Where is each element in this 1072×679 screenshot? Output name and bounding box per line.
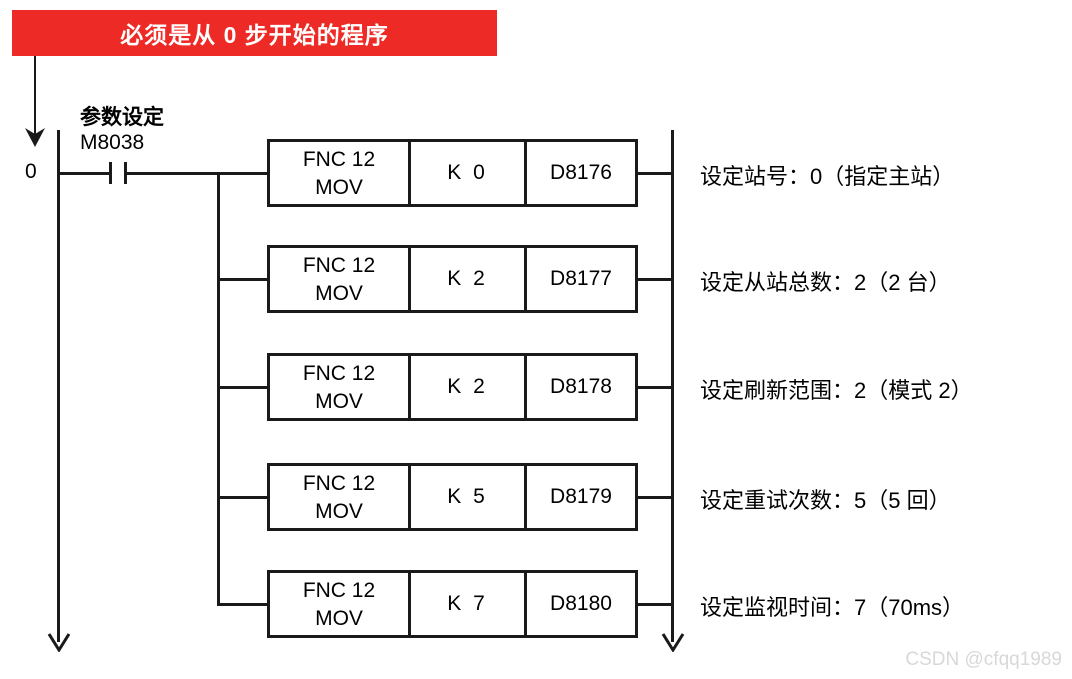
instruction-source-value: K 5: [447, 485, 488, 508]
instruction-annotation: 设定重试次数：5（5 回）: [700, 488, 951, 513]
instruction-mnemonic: MOV: [315, 607, 363, 630]
left-power-rail: [57, 130, 60, 642]
right-rail-arrow-icon: [660, 630, 686, 652]
instruction-source-cell: K 7: [411, 573, 527, 635]
instruction-fnc-code: FNC 12: [302, 362, 376, 385]
step-number: 0: [25, 160, 37, 183]
box-output-wire: [638, 496, 674, 499]
instruction-fnc-code: FNC 12: [302, 254, 376, 277]
instruction-fnc-cell: FNC 12 MOV: [270, 573, 411, 635]
box-output-wire: [638, 172, 674, 175]
instruction-box[interactable]: FNC 12 MOV K 0 D8176: [267, 139, 638, 207]
instruction-source-value: K 2: [447, 267, 488, 290]
contact-comment: 参数设定: [80, 106, 164, 129]
instruction-fnc-code: FNC 12: [302, 148, 376, 171]
instruction-dest-value: D8176: [550, 161, 612, 184]
branch-bus: [217, 172, 220, 606]
box-output-wire: [638, 603, 674, 606]
rung-wire-right: [127, 172, 269, 175]
instruction-fnc-cell: FNC 12 MOV: [270, 356, 411, 418]
watermark: CSDN @cfqq1989: [905, 649, 1062, 670]
callout-pointer-shaft: [34, 56, 36, 134]
instruction-box[interactable]: FNC 12 MOV K 7 D8180: [267, 570, 638, 638]
instruction-source-value: K 0: [447, 161, 488, 184]
branch-input-wire: [217, 278, 269, 281]
instruction-source-cell: K 2: [411, 356, 527, 418]
instruction-mnemonic: MOV: [315, 282, 363, 305]
instruction-fnc-cell: FNC 12 MOV: [270, 142, 411, 204]
instruction-source-value: K 7: [447, 592, 488, 615]
callout-banner: 必须是从 0 步开始的程序: [12, 10, 497, 56]
instruction-source-value: K 2: [447, 375, 488, 398]
instruction-dest-cell: D8179: [527, 466, 635, 528]
instruction-fnc-cell: FNC 12 MOV: [270, 466, 411, 528]
instruction-box[interactable]: FNC 12 MOV K 2 D8178: [267, 353, 638, 421]
box-output-wire: [638, 278, 674, 281]
instruction-annotation: 设定监视时间：7（70ms）: [700, 595, 965, 620]
instruction-source-cell: K 0: [411, 142, 527, 204]
instruction-box[interactable]: FNC 12 MOV K 2 D8177: [267, 245, 638, 313]
left-rail-arrow-icon: [46, 630, 72, 652]
instruction-dest-value: D8177: [550, 267, 612, 290]
instruction-mnemonic: MOV: [315, 390, 363, 413]
instruction-box[interactable]: FNC 12 MOV K 5 D8179: [267, 463, 638, 531]
rung-wire-left: [57, 172, 109, 175]
instruction-source-cell: K 2: [411, 248, 527, 310]
instruction-fnc-code: FNC 12: [302, 472, 376, 495]
instruction-fnc-code: FNC 12: [302, 579, 376, 602]
instruction-dest-cell: D8177: [527, 248, 635, 310]
instruction-dest-cell: D8176: [527, 142, 635, 204]
callout-banner-text: 必须是从 0 步开始的程序: [120, 22, 389, 48]
callout-pointer-arrow-icon: [22, 126, 48, 148]
instruction-mnemonic: MOV: [315, 500, 363, 523]
instruction-mnemonic: MOV: [315, 176, 363, 199]
branch-input-wire: [217, 386, 269, 389]
branch-input-wire: [217, 496, 269, 499]
box-output-wire: [638, 386, 674, 389]
branch-input-wire: [217, 603, 269, 606]
instruction-dest-cell: D8180: [527, 573, 635, 635]
instruction-dest-value: D8179: [550, 485, 612, 508]
instruction-annotation: 设定从站总数：2（2 台）: [700, 270, 951, 295]
instruction-annotation: 设定站号：0（指定主站）: [700, 164, 955, 189]
contact-bar-left: [109, 162, 112, 184]
contact-bar-right: [124, 162, 127, 184]
contact-device-label: M8038: [80, 131, 145, 154]
instruction-dest-value: D8180: [550, 592, 612, 615]
instruction-annotation: 设定刷新范围：2（模式 2）: [700, 378, 973, 403]
instruction-source-cell: K 5: [411, 466, 527, 528]
instruction-dest-value: D8178: [550, 375, 612, 398]
instruction-fnc-cell: FNC 12 MOV: [270, 248, 411, 310]
instruction-dest-cell: D8178: [527, 356, 635, 418]
